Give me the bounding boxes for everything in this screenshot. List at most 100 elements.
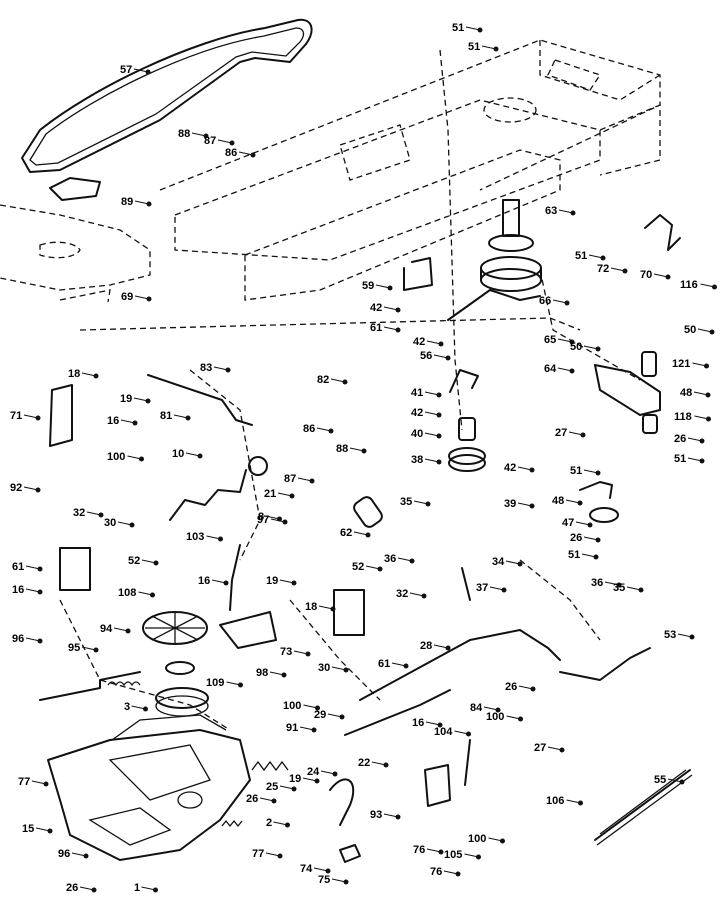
leader-dot	[250, 152, 256, 158]
knob-21	[248, 456, 268, 476]
leader-dot	[705, 392, 711, 398]
leader-dot	[203, 133, 209, 139]
callout-71: 71	[10, 410, 22, 422]
callout-93: 93	[370, 809, 382, 821]
drive-belt	[21, 18, 313, 173]
callout-53: 53	[664, 629, 676, 641]
callout-97: 97	[257, 514, 269, 526]
callout-118: 118	[674, 411, 692, 423]
leader-dot	[638, 587, 644, 593]
spring-bracket	[644, 214, 681, 251]
callout-38: 38	[411, 454, 423, 466]
leader-dot	[229, 140, 235, 146]
callout-105: 105	[444, 849, 462, 861]
leader-dot	[139, 456, 144, 462]
callout-52: 52	[128, 555, 140, 567]
callout-116: 116	[680, 279, 698, 291]
rod-97	[229, 544, 241, 611]
leader-dot	[47, 828, 53, 834]
callout-94: 94	[100, 623, 113, 635]
callout-109: 109	[206, 677, 224, 689]
leader-dot	[311, 727, 317, 733]
callout-51: 51	[468, 41, 480, 53]
callout-91: 91	[286, 722, 298, 734]
callout-16: 16	[198, 575, 210, 587]
leader-dot	[223, 580, 229, 586]
leader-dot	[436, 412, 442, 418]
leader-dot	[445, 645, 451, 651]
leader-dot	[593, 554, 599, 560]
leader-dot	[569, 368, 575, 374]
leader-dot	[185, 415, 191, 421]
callout-84: 84	[470, 702, 483, 714]
leader-dot	[377, 566, 383, 572]
callout-35: 35	[613, 582, 625, 594]
callout-30: 30	[104, 517, 116, 529]
rod-74	[339, 844, 361, 863]
callout-32: 32	[396, 588, 408, 600]
callout-62: 62	[340, 527, 352, 539]
callout-69: 69	[121, 291, 133, 303]
leader-dot	[291, 580, 297, 586]
callout-63: 63	[545, 205, 557, 217]
leader-dot	[595, 346, 601, 352]
leader-dot	[712, 284, 717, 290]
callout-15: 15	[22, 823, 34, 835]
bushing-62	[353, 496, 383, 528]
leader-dot	[282, 519, 288, 525]
leader-dot	[330, 606, 336, 612]
leader-dot	[665, 274, 671, 280]
leader-dot	[315, 705, 320, 711]
callout-83: 83	[200, 362, 212, 374]
callout-37: 37	[476, 582, 488, 594]
callout-59: 59	[362, 280, 374, 292]
callout-21: 21	[264, 488, 276, 500]
leader-dot	[501, 587, 507, 593]
leader-dot	[570, 210, 576, 216]
leader-dot	[37, 589, 43, 595]
callout-19: 19	[266, 575, 278, 587]
callout-108: 108	[118, 587, 136, 599]
leader-dot	[455, 871, 461, 877]
leader-dot	[93, 373, 99, 379]
leader-dot	[37, 566, 43, 572]
pulley-3	[155, 687, 209, 709]
leader-dot	[577, 500, 583, 506]
leader-dot	[153, 560, 159, 566]
leader-dot	[425, 501, 431, 507]
leader-dot	[91, 887, 97, 893]
callout-100: 100	[283, 700, 301, 712]
leader-dot	[437, 722, 443, 728]
leader-dot	[495, 707, 501, 713]
bushing-121	[641, 351, 657, 377]
leader-dot	[291, 786, 297, 792]
pulley-47	[589, 507, 619, 523]
leader-dot	[595, 470, 601, 476]
callout-16: 16	[412, 717, 424, 729]
callout-88: 88	[178, 128, 190, 140]
callout-92: 92	[10, 482, 22, 494]
callout-103: 103	[186, 531, 204, 543]
bracket-48	[594, 364, 661, 416]
callout-70: 70	[640, 269, 652, 281]
leader-dot	[529, 467, 535, 473]
leader-dot	[361, 448, 367, 454]
callout-95: 95	[68, 642, 80, 654]
leader-dot	[709, 329, 715, 335]
callout-27: 27	[555, 427, 567, 439]
callout-96: 96	[12, 633, 24, 645]
leader-dot	[564, 300, 570, 306]
lever-8	[169, 469, 247, 521]
leader-dot	[365, 532, 371, 538]
leader-dot	[699, 458, 705, 464]
idler-pulley-38	[448, 447, 486, 465]
bracket-73	[219, 611, 277, 649]
leader-dot	[305, 651, 311, 657]
leader-dot	[493, 46, 499, 52]
callout-26: 26	[66, 882, 78, 894]
leader-dot	[477, 27, 483, 33]
callout-61: 61	[370, 322, 382, 334]
callout-18: 18	[68, 368, 80, 380]
leader-dot	[580, 432, 586, 438]
leader-dot	[622, 268, 628, 274]
